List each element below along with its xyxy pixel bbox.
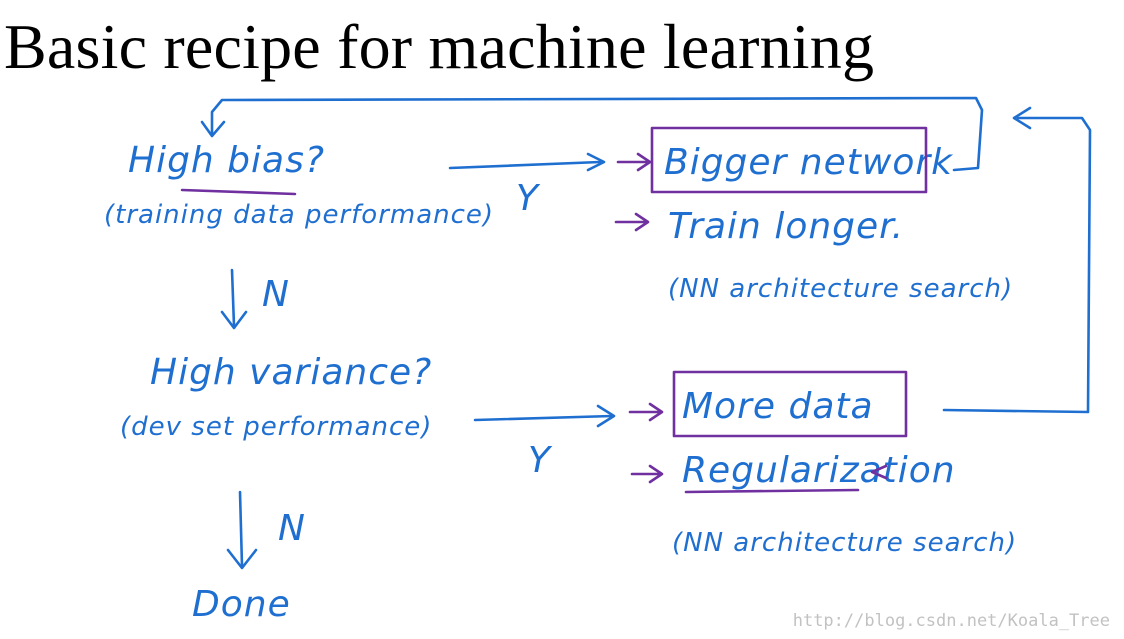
loop-back-to-high-bias (210, 96, 984, 172)
bullet-arrow-regularization (630, 464, 664, 484)
bigger-network-remedy: Bigger network (664, 142, 953, 183)
regularization-tick-arrow (870, 464, 888, 480)
training-data-performance-note: (training data performance) (104, 200, 495, 230)
high-bias-underline (180, 188, 297, 196)
yes-label-2: Y (528, 440, 551, 481)
arrow-bias-no-head (220, 310, 248, 330)
dev-set-performance-note: (dev set performance) (120, 412, 433, 442)
arrow-bias-to-remedies-head (586, 152, 606, 172)
bullet-arrow-bigger-network (616, 152, 652, 172)
watermark-url: http://blog.csdn.net/Koala_Tree (792, 611, 1110, 631)
train-longer-remedy: Train longer. (668, 206, 905, 247)
nn-architecture-search-2: (NN architecture search) (672, 528, 1018, 558)
done-label: Done (192, 584, 291, 625)
arrow-bias-no (230, 268, 236, 328)
slide-title: Basic recipe for machine learning (4, 11, 875, 82)
loop-back-from-more-data (942, 116, 1092, 414)
arrow-variance-no-head (226, 548, 258, 570)
more-data-remedy: More data (682, 386, 874, 427)
more-data-box (672, 370, 908, 438)
no-label-1: N (262, 274, 290, 315)
loop-back-to-high-bias-head (200, 120, 226, 138)
bigger-network-box (650, 126, 928, 194)
arrow-variance-to-remedies-head (596, 404, 616, 428)
high-variance-question: High variance? (150, 352, 433, 393)
no-label-2: N (278, 508, 306, 549)
high-bias-question: High bias? (128, 140, 325, 181)
regularization-underline (684, 488, 860, 494)
loop-back-from-more-data-head (1012, 106, 1032, 130)
bullet-arrow-more-data (628, 402, 664, 422)
yes-label-1: Y (516, 178, 539, 219)
nn-architecture-search-1: (NN architecture search) (668, 274, 1014, 304)
arrow-variance-no (238, 490, 244, 568)
bullet-arrow-train-longer (614, 212, 650, 232)
regularization-remedy: Regularization (682, 450, 956, 491)
arrow-bias-to-remedies (448, 160, 602, 170)
arrow-variance-to-remedies (473, 414, 614, 422)
